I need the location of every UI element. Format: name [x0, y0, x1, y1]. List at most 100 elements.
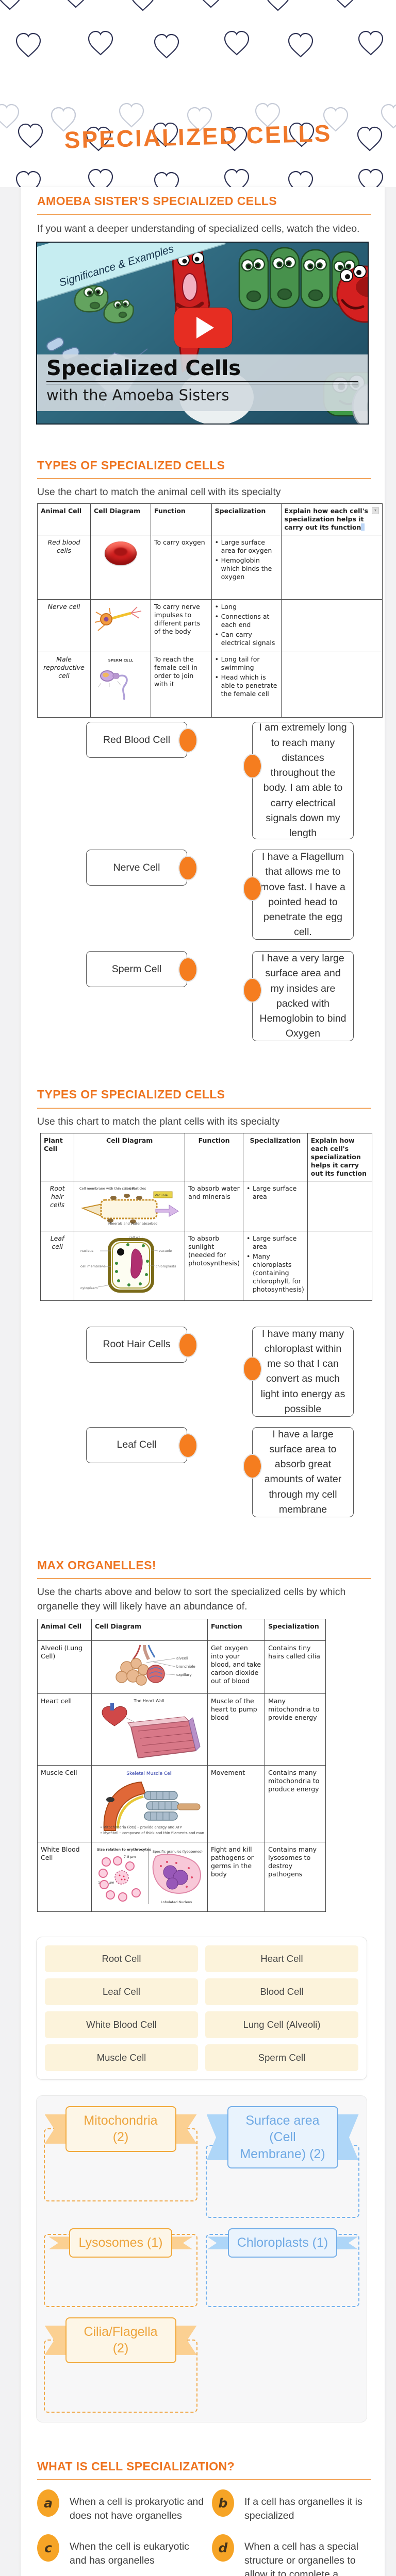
connector-dot[interactable] [243, 1356, 262, 1381]
connector-dot[interactable] [178, 856, 197, 881]
intro-text: If you want a deeper understanding of sp… [37, 223, 360, 235]
word-chip-panel: Root Cell Heart Cell Leaf Cell Blood Cel… [36, 1936, 367, 2080]
option-letter[interactable]: d [212, 2534, 234, 2562]
organelles-table: Animal Cell Cell Diagram Function Specia… [37, 1618, 326, 1912]
match-term-box[interactable]: Nerve Cell [86, 850, 187, 886]
cell-function: To carry nerve impulses to different par… [150, 599, 212, 653]
video1-underline [46, 381, 358, 384]
alveoli-diagram: alveoli bronchiole capillary [91, 1640, 208, 1694]
cell-function: Get oxygen into your blood, and take car… [207, 1640, 266, 1694]
svg-text:alveoli: alveoli [176, 1656, 188, 1660]
divider [37, 478, 371, 480]
connector-dot[interactable] [243, 754, 262, 779]
muscle-cell-icon: Skeletal Muscle Cell • Mitochondria (lot… [100, 1771, 228, 1835]
option-letter[interactable]: a [37, 2489, 59, 2517]
match-term: Leaf Cell [117, 1439, 157, 1451]
chip-heart-cell[interactable]: Heart Cell [205, 1945, 358, 1972]
section-heading-max-organelles: MAX ORGANELLES! [37, 1558, 156, 1572]
col-header: Function [185, 1132, 243, 1181]
match-term-box[interactable]: Red Blood Cell [86, 722, 187, 758]
match-desc-box[interactable]: I have a Flagellum that allows me to mov… [252, 850, 354, 940]
text-cursor [361, 523, 365, 531]
row-label: Nerve cell [37, 599, 91, 653]
connector-dot[interactable] [243, 978, 262, 1003]
option-text[interactable]: If a cell has organelles it is specializ… [244, 2496, 362, 2522]
svg-text:nucleus: nucleus [80, 1249, 94, 1253]
cell-function: Muscle of the heart to pump blood [207, 1693, 266, 1766]
cell-specialization: Contains many lysosomes to destroy patho… [265, 1841, 326, 1912]
col-header: Function [150, 503, 212, 536]
chip-leaf-cell[interactable]: Leaf Cell [45, 1978, 198, 2005]
cell-specialization: Many mitochondria to provide energy [265, 1693, 326, 1766]
connector-dot[interactable] [178, 957, 197, 982]
animal-instruction: Use the chart to match the animal cell w… [37, 486, 281, 498]
option-letter[interactable]: c [37, 2534, 59, 2562]
option-letter[interactable]: b [212, 2489, 234, 2517]
match-term: Sperm Cell [111, 963, 162, 975]
ribbon-banner: Surface area (Cell Membrane) (2) [227, 2106, 338, 2169]
col-header: Animal Cell [37, 1618, 92, 1641]
explain-answer-cell[interactable] [307, 1180, 373, 1231]
match-desc-box[interactable]: I have a very large surface area and my … [252, 951, 354, 1042]
chip-blood-cell[interactable]: Blood Cell [205, 1978, 358, 2005]
cell-specialization: Long tail for swimming Head which is abl… [211, 652, 282, 718]
white-blood-cell-icon: Size relation to erythrocytes 7-8 μm 10-… [97, 1847, 203, 1904]
match-desc-box[interactable]: I have a large surface area to absorb gr… [252, 1427, 354, 1517]
svg-text:bronchiole: bronchiole [176, 1665, 195, 1669]
cell-specialization: Long Connections at each end Can carry e… [211, 599, 282, 653]
plant-instruction: Use this chart to match the plant cells … [37, 1115, 280, 1127]
question-heading: WHAT IS CELL SPECIALIZATION? [37, 2459, 235, 2473]
option-text[interactable]: When the cell is eukaryotic and has orga… [70, 2541, 189, 2566]
svg-text:Cell membrane with thin cell w: Cell membrane with thin cell wall [79, 1187, 136, 1191]
video1-subtitle: with the Amoeba Sisters [46, 386, 229, 404]
root-hair-cell-icon: Cell membrane with thin cell wall Soil P… [79, 1187, 179, 1226]
zone-label: Cilia/Flagella (2) [65, 2317, 176, 2363]
chip-white-blood-cell[interactable]: White Blood Cell [45, 2011, 198, 2038]
cell-menu-icon[interactable]: ▾ [372, 507, 379, 515]
match-term-box[interactable]: Sperm Cell [86, 951, 187, 988]
row-label: White Blood Cell [37, 1841, 92, 1912]
svg-text:• Mitochondria (lots) – provid: • Mitochondria (lots) – provide energy a… [100, 1825, 182, 1829]
col-header: Specialization [211, 503, 282, 536]
connector-dot[interactable] [178, 1433, 197, 1458]
match-term: Red Blood Cell [103, 734, 171, 745]
video1-title: Specialized Cells [46, 356, 241, 380]
option-text[interactable]: When a cell is prokaryotic and does not … [70, 2496, 204, 2522]
specialized-cells-video-thumbnail[interactable]: Significance & Examples Specialized Cell… [36, 241, 369, 425]
alveoli-icon: alveoli bronchiole capillary [116, 1645, 195, 1686]
explain-answer-cell[interactable] [307, 1230, 373, 1301]
connector-dot[interactable] [243, 1453, 262, 1479]
explain-answer-cell[interactable] [280, 599, 383, 653]
chip-label: White Blood Cell [86, 2019, 157, 2030]
divider [37, 1107, 371, 1109]
svg-text:Lobulated Nucleus: Lobulated Nucleus [161, 1900, 192, 1904]
explain-answer-cell[interactable] [280, 652, 383, 718]
connector-dot[interactable] [178, 1332, 197, 1358]
heart-cell-diagram: The Heart Wall [91, 1693, 208, 1766]
play-button[interactable] [174, 307, 232, 348]
chip-lung-cell[interactable]: Lung Cell (Alveoli) [205, 2011, 358, 2038]
match-desc-box[interactable]: I have many many chloroplast within me s… [252, 1326, 354, 1417]
connector-dot[interactable] [178, 728, 197, 753]
cell-function: To carry oxygen [150, 535, 212, 600]
red-blood-cell-icon [104, 541, 137, 566]
white-blood-cell-diagram: Size relation to erythrocytes 7-8 μm 10-… [91, 1841, 208, 1912]
chip-root-cell[interactable]: Root Cell [45, 1945, 198, 1972]
chip-sperm-cell[interactable]: Sperm Cell [205, 2044, 358, 2071]
svg-text:• Myofibril – composed of thic: • Myofibril – composed of thick and thin… [100, 1831, 204, 1835]
svg-text:Specific granules (lysosomes): Specific granules (lysosomes) [153, 1850, 203, 1854]
explain-answer-cell[interactable] [280, 535, 383, 600]
zone-mitochondria: Mitochondria (2) [44, 2106, 197, 2218]
match-term-box[interactable]: Leaf Cell [86, 1427, 187, 1463]
match-desc-box[interactable]: I am extremely long to reach many distan… [252, 722, 354, 840]
chip-label: Leaf Cell [102, 1986, 140, 1997]
connector-dot[interactable] [243, 876, 262, 902]
zone-lysosomes: Lysosomes (1) [44, 2228, 197, 2307]
row-label: Muscle Cell [37, 1765, 92, 1842]
match-term-box[interactable]: Root Hair Cells [86, 1326, 187, 1363]
chip-muscle-cell[interactable]: Muscle Cell [45, 2044, 198, 2071]
col-header: Specialization [265, 1618, 326, 1641]
option-c: c When the cell is eukaryotic and has org… [37, 2534, 205, 2576]
option-text[interactable]: When a cell has a special structure or o… [244, 2541, 359, 2576]
spec-item: Long tail for swimming [215, 655, 278, 672]
